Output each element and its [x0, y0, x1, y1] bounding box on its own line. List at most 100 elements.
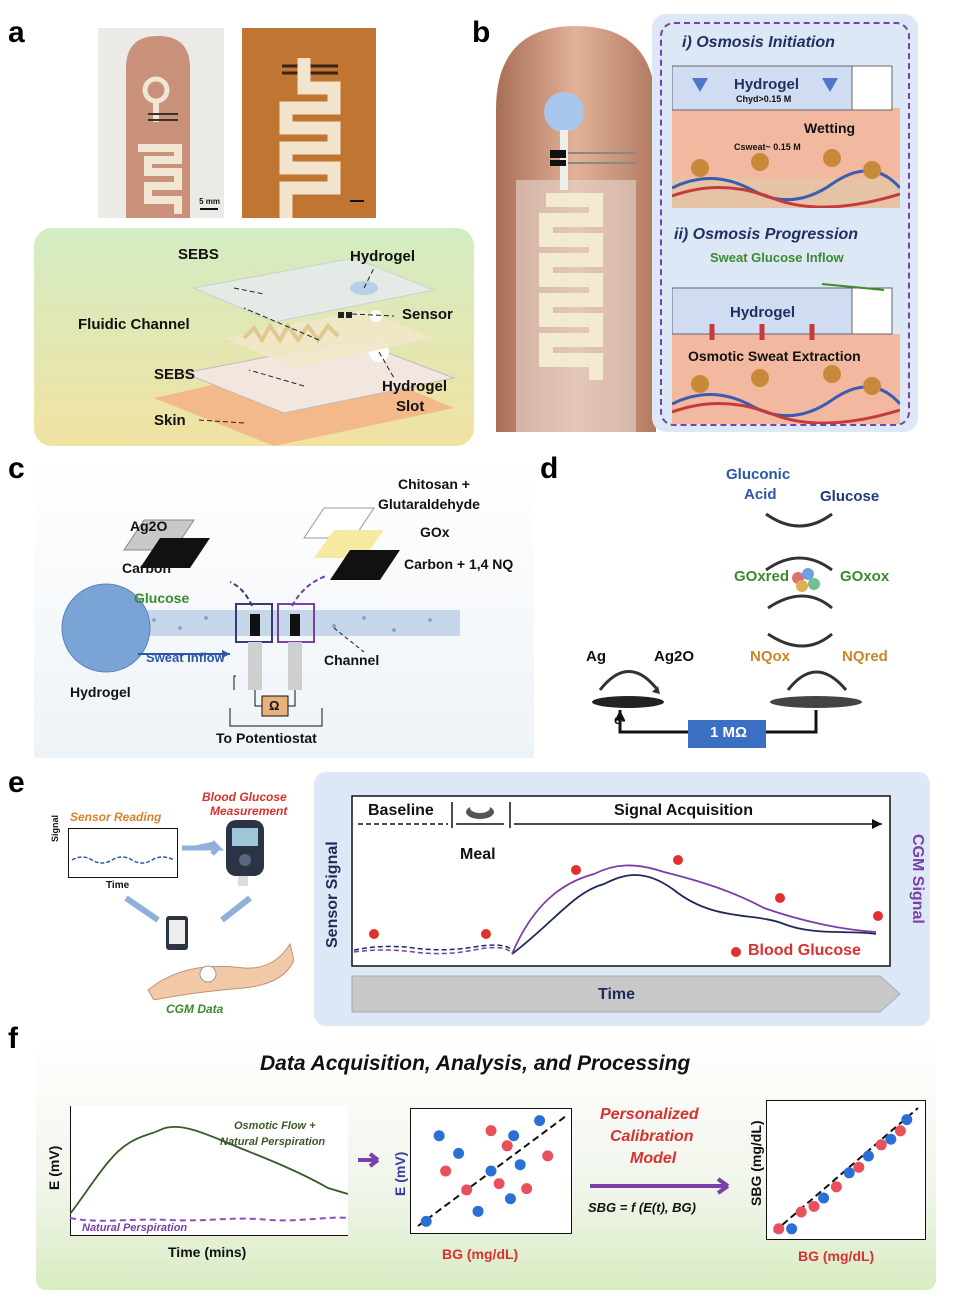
- scatter-point: [504, 1193, 516, 1205]
- c-hydrogel: Hydrogel: [70, 684, 131, 700]
- bg-dot: [873, 911, 883, 921]
- signal-chart-panel: Baseline Meal Signal Acquisition Sensor …: [314, 772, 930, 1026]
- osmosis-i-chyd: Chyd>0.15 M: [736, 94, 792, 104]
- d-gluconic-2: Acid: [744, 486, 777, 503]
- finger-photo-1: 5 mm: [98, 28, 224, 218]
- d-gox-red: GOxred: [734, 568, 790, 585]
- scale-bar-label: 5 mm: [199, 197, 220, 206]
- scatter-point: [501, 1140, 513, 1152]
- f-osmotic-1: Osmotic Flow +: [234, 1120, 316, 1132]
- scatter-point: [885, 1133, 897, 1145]
- scatter-point: [843, 1167, 855, 1179]
- d-electron: e-: [614, 712, 626, 727]
- scatter-point: [433, 1130, 445, 1142]
- scatter-point: [453, 1147, 465, 1159]
- sensor-schematic: Chitosan + Glutaraldehyde GOx Ag2O Carbo…: [34, 458, 534, 758]
- scatter-point: [894, 1125, 906, 1137]
- osmosis-initiation-title: i) Osmosis Initiation: [682, 34, 835, 51]
- scatter-point: [508, 1130, 520, 1142]
- e-meal: Meal: [460, 846, 496, 863]
- panel-label-a: a: [8, 16, 25, 49]
- bg-dot: [673, 855, 683, 865]
- d-resistor: 1 MΩ: [710, 724, 748, 741]
- e-time-small: Time: [106, 880, 130, 891]
- layer-label-hydrogel-slot-2: Slot: [396, 398, 425, 415]
- e-sensor-signal: Sensor Signal: [324, 841, 341, 948]
- d-glucose: Glucose: [820, 488, 880, 505]
- c-gox: GOx: [420, 524, 450, 540]
- layer-label-fluidic-channel: Fluidic Channel: [78, 316, 190, 333]
- scatter-point: [862, 1150, 874, 1162]
- c-omega: Ω: [269, 698, 280, 713]
- scatter-point: [853, 1161, 865, 1173]
- scatter-point: [493, 1178, 505, 1190]
- phone-icon: [166, 916, 188, 950]
- scatter-point: [420, 1215, 432, 1227]
- f-natural: Natural Perspiration: [82, 1222, 188, 1234]
- e-sensor-reading: Sensor Reading: [70, 810, 162, 824]
- f-pcm-2: Calibration: [610, 1128, 694, 1145]
- panel-label-f: f: [8, 1022, 18, 1055]
- c-potentiostat: To Potentiostat: [216, 730, 317, 746]
- c-chitosan-2: Glutaraldehyde: [378, 496, 480, 512]
- layer-label-skin: Skin: [154, 412, 186, 429]
- osmosis-i-csweat: Csweat~ 0.15 M: [734, 142, 801, 152]
- c-channel: Channel: [324, 652, 380, 668]
- scatter-point: [534, 1115, 546, 1127]
- scale-bar: [200, 208, 218, 210]
- scatter-point: [485, 1165, 497, 1177]
- scatter-point: [830, 1181, 842, 1193]
- processing-panel: Data Acquisition, Analysis, and Processi…: [36, 1040, 936, 1290]
- scatter-point: [461, 1184, 473, 1196]
- c-glucose: Glucose: [134, 590, 190, 606]
- layer-label-hydrogel-slot-1: Hydrogel: [382, 378, 448, 395]
- e-signal-acquisition: Signal Acquisition: [614, 802, 753, 819]
- f-x1: Time (mins): [168, 1244, 247, 1260]
- scatter-point: [901, 1114, 913, 1126]
- osmosis-progression-title: ii) Osmosis Progression: [674, 226, 859, 243]
- bg-dot: [571, 865, 581, 875]
- d-nq-ox: NQox: [750, 648, 791, 665]
- e-bg-meas-1: Blood Glucose: [202, 790, 287, 804]
- scatter-point: [786, 1223, 798, 1235]
- scatter-point: [773, 1223, 785, 1235]
- device-photo: [242, 28, 376, 218]
- e-blood-glucose-legend: Blood Glucose: [748, 942, 861, 959]
- d-ag: Ag: [586, 648, 606, 665]
- panel-label-c: c: [8, 452, 25, 485]
- d-nq-red: NQred: [842, 648, 888, 665]
- layer-label-sebs-bottom: SEBS: [154, 366, 195, 383]
- osmosis-i-wetting: Wetting: [804, 120, 856, 136]
- e-baseline: Baseline: [368, 802, 434, 819]
- f-pcm-3: Model: [630, 1150, 677, 1167]
- panel-label-d: d: [540, 452, 559, 485]
- d-ag2o: Ag2O: [654, 648, 695, 665]
- osmosis-i-hydrogel: Hydrogel: [734, 76, 800, 93]
- f-x3: BG (mg/dL): [798, 1248, 875, 1264]
- f-y2: E (mV): [392, 1151, 408, 1196]
- bg-dot: [481, 929, 491, 939]
- c-sweat-inflow: Sweat Inflow: [146, 650, 225, 665]
- scatter-point: [440, 1165, 452, 1177]
- f-x2: BG (mg/dL): [442, 1246, 519, 1262]
- scatter-point: [818, 1192, 830, 1204]
- e-time: Time: [598, 986, 636, 1003]
- f-y1: E (mV): [46, 1145, 62, 1190]
- panel-label-e: e: [8, 766, 25, 799]
- osmosis-panel: i) Osmosis Initiation Hydrogel Chyd>0.15…: [652, 14, 918, 432]
- bg-dot: [775, 893, 785, 903]
- layer-label-hydrogel: Hydrogel: [350, 248, 416, 265]
- c-carbon-nq: Carbon + 1,4 NQ: [404, 556, 514, 572]
- e-bg-meas-2: Measurement: [210, 804, 288, 818]
- d-gluconic-1: Gluconic: [726, 466, 791, 483]
- osmosis-ii-extraction: Osmotic Sweat Extraction: [688, 348, 861, 364]
- osmosis-ii-inflow: Sweat Glucose Inflow: [710, 250, 844, 265]
- f-osmotic-2: Natural Perspiration: [220, 1136, 326, 1148]
- f-y3: SBG (mg/dL): [748, 1120, 764, 1206]
- f-pcm-1: Personalized: [600, 1106, 699, 1123]
- scatter-point: [514, 1159, 526, 1171]
- f-title: Data Acquisition, Analysis, and Processi…: [260, 1052, 691, 1075]
- scatter-point: [875, 1139, 887, 1151]
- glucometer-icon: [226, 820, 264, 886]
- panel-label-b: b: [472, 16, 491, 49]
